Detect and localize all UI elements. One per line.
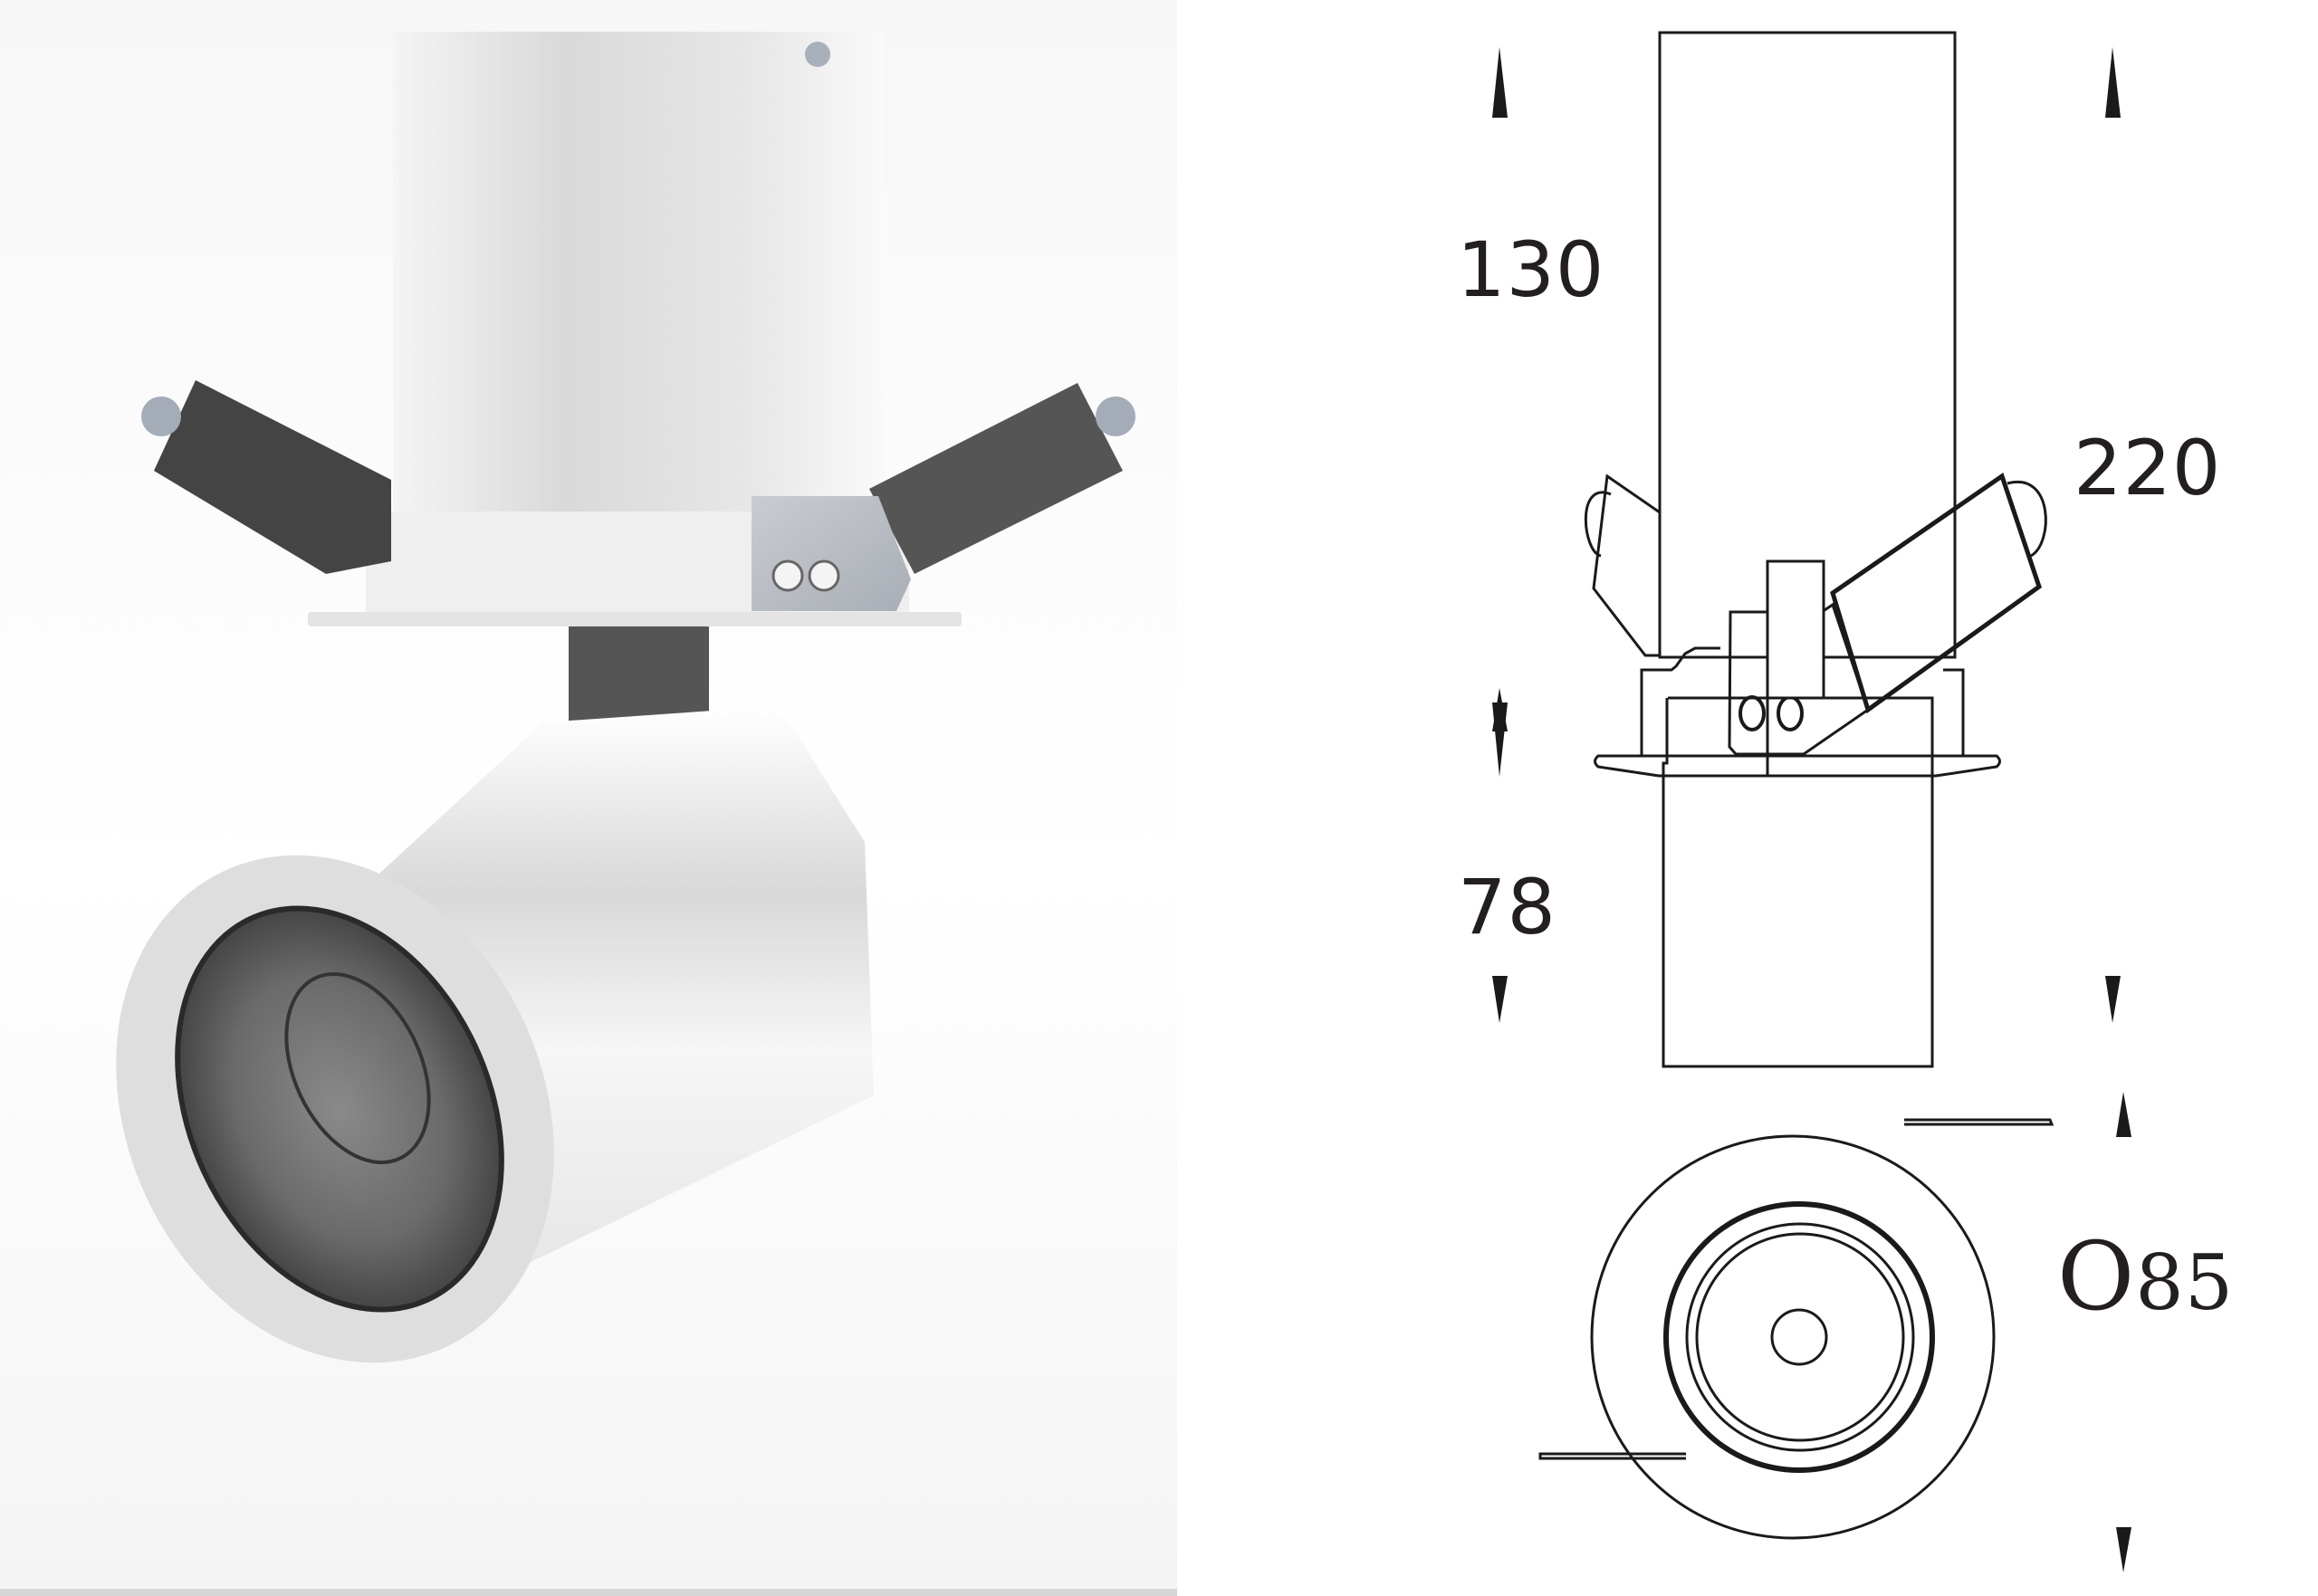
- arrow-down-icon: [1492, 976, 1508, 1023]
- drawing-right-clip: [1830, 473, 2042, 714]
- arrow-up-icon: [2105, 47, 2121, 118]
- drawing-reflector-ring: [1663, 1201, 1935, 1473]
- bottom-edge: [0, 1589, 1177, 1596]
- top-screw: [805, 42, 830, 67]
- left-spring-clip: [141, 380, 391, 574]
- arrow-down-icon: [2105, 976, 2121, 1023]
- flange: [308, 612, 962, 626]
- arrow-down-icon: [2116, 1527, 2131, 1572]
- dimension-drawing-lines: [1492, 31, 2131, 1572]
- dimension-diameter: O85: [2057, 1229, 2234, 1324]
- diameter-value: 85: [2135, 1238, 2235, 1327]
- arrow-up-icon: [1492, 47, 1508, 118]
- drawing-stem: [1766, 559, 1825, 700]
- arrow-up-icon: [2116, 1092, 2131, 1137]
- dimension-arrows: [1492, 47, 2131, 1572]
- spotlight-render-illustration: [0, 32, 1177, 1596]
- drawing-left-clip: [1592, 473, 1662, 657]
- drawing-lead-right: [1904, 1118, 2055, 1126]
- dimension-housing-height: 130: [1457, 225, 1605, 314]
- diameter-symbol: O: [2057, 1221, 2136, 1332]
- right-spring-clip: [869, 383, 1135, 574]
- drawing-lead-left: [1538, 1452, 1686, 1460]
- terminal-bracket: [752, 496, 911, 611]
- drawing-head: [1662, 696, 1934, 1068]
- drawing-flange: [1594, 754, 2001, 778]
- arrow-up-icon: [1492, 688, 1508, 731]
- drawing-collar: [1640, 646, 1720, 756]
- dimension-total-height: 220: [2074, 424, 2222, 512]
- dimension-head-height: 78: [1458, 863, 1557, 951]
- product-render: [0, 0, 1177, 1596]
- spotlight-head: [116, 706, 874, 1363]
- drawing-led-center: [1770, 1308, 1828, 1366]
- technical-drawing: 130 220 78 O85: [1177, 0, 2318, 1596]
- drawing-outer-ring: [1590, 1134, 1996, 1540]
